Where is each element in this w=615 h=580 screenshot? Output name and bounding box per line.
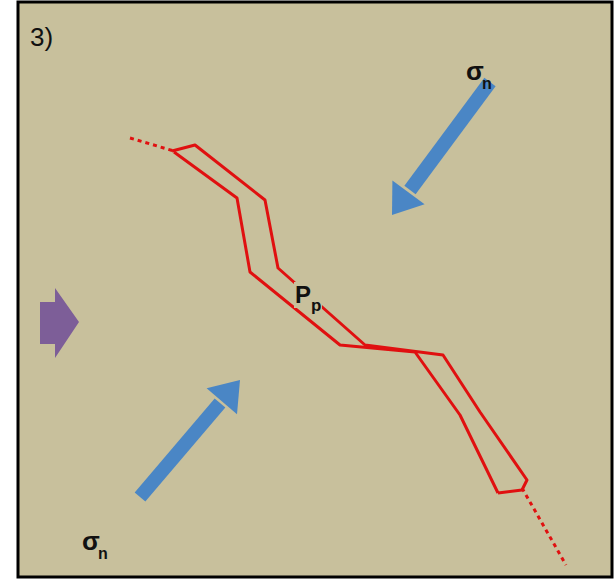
- fault-extension: [130, 138, 174, 151]
- fault-wall: [174, 152, 498, 493]
- stress-arrowhead: [207, 380, 240, 414]
- stress-arrow: [140, 403, 220, 497]
- fault-wall: [172, 145, 527, 493]
- panel-number: 3): [30, 24, 53, 50]
- stress-subscript: n: [482, 76, 492, 92]
- stress-symbol: σ: [82, 528, 100, 554]
- panel-ground: [18, 2, 612, 577]
- fault-extension: [522, 488, 566, 565]
- stress-arrowhead: [392, 181, 425, 215]
- stress-arrow: [410, 82, 490, 190]
- pressure-subscript: p: [310, 296, 322, 315]
- stress-subscript: n: [98, 546, 108, 562]
- load-arrow: [40, 288, 79, 358]
- stress-symbol: σ: [466, 58, 484, 84]
